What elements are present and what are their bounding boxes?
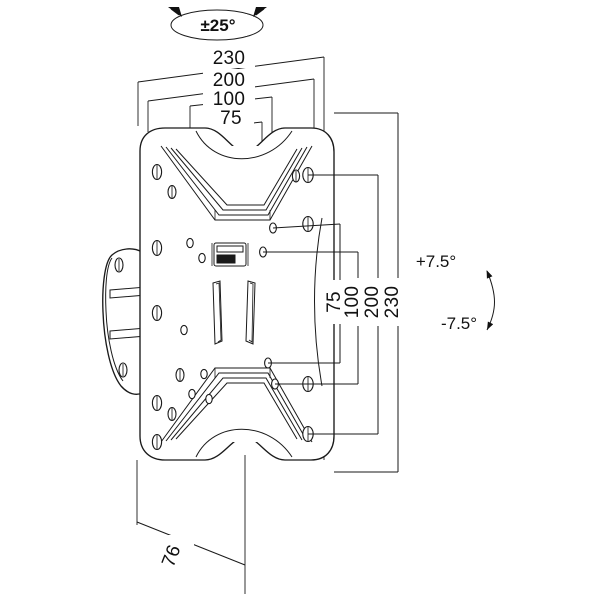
swivel-arrow-right-head bbox=[253, 7, 267, 17]
dim-75h-label: 75 bbox=[220, 108, 242, 129]
center-latch-mechanism bbox=[211, 242, 249, 267]
swivel-rotation-symbol: ±25° bbox=[168, 7, 267, 41]
hole-vesa-ml bbox=[180, 324, 188, 336]
slot-right-inner bbox=[248, 282, 254, 343]
dim-200v-label: 200 bbox=[362, 286, 383, 319]
hole-vesa-bl bbox=[200, 368, 208, 380]
swivel-arrow-left-head bbox=[168, 7, 182, 17]
side-arm-inner-edge bbox=[105, 257, 124, 382]
dim-75v-ext-top bbox=[272, 223, 341, 229]
slot-left-inner bbox=[215, 282, 222, 343]
tilt-angle-annotation: +7.5° -7.5° bbox=[416, 252, 495, 333]
dim-230v-label: 230 bbox=[382, 286, 403, 319]
dim-230-label-bg bbox=[203, 47, 255, 68]
swivel-label-bg bbox=[189, 14, 247, 36]
bottom-concave-curve bbox=[195, 428, 293, 458]
depth-dimension-group: 76 bbox=[136, 455, 246, 594]
swivel-angle-label: ±25° bbox=[200, 16, 235, 35]
dim-100v-label-bg bbox=[348, 278, 369, 326]
hole-vesa-bl3 bbox=[205, 393, 213, 405]
tilt-curved-double-arrow-icon bbox=[486, 270, 495, 331]
bracket-assembly bbox=[102, 127, 335, 461]
top-concave-curve bbox=[195, 130, 293, 160]
dim-200-label-bg bbox=[203, 69, 255, 90]
vesa-plate-outline bbox=[139, 127, 335, 461]
latch-slot-upper bbox=[216, 245, 244, 253]
upper-rib-path-4 bbox=[175, 148, 298, 206]
dim-200-label: 200 bbox=[213, 70, 246, 91]
dim-230v-label-bg bbox=[388, 278, 409, 326]
swivel-ellipse-icon bbox=[170, 9, 264, 41]
hole-vesa-tl2 bbox=[198, 252, 206, 264]
dim-75v-label-bg bbox=[330, 280, 351, 324]
dim-100v-label: 100 bbox=[342, 286, 363, 319]
dim-230-label: 230 bbox=[213, 48, 246, 69]
dim-100-label: 100 bbox=[213, 89, 246, 110]
tilt-up-label: +7.5° bbox=[416, 252, 456, 271]
dim-75v-label: 75 bbox=[324, 291, 345, 313]
slot-right bbox=[245, 280, 256, 345]
dim-75h-label-bg bbox=[208, 108, 254, 129]
latch-dark-window bbox=[216, 254, 236, 264]
hole-vesa-bl2 bbox=[188, 388, 196, 400]
upper-v-rib bbox=[160, 145, 313, 221]
vertical-slots bbox=[212, 280, 256, 345]
right-fold-curve bbox=[314, 217, 323, 387]
dim-76-label-bg bbox=[162, 535, 194, 563]
dim-100-label-bg bbox=[203, 88, 255, 109]
tilt-down-label: -7.5° bbox=[441, 314, 477, 333]
dim-200v-label-bg bbox=[368, 278, 389, 326]
vertical-dimensions-group: 75 100 200 230 bbox=[263, 112, 409, 473]
lower-rib-path-4 bbox=[175, 382, 298, 440]
hole-vesa-tl bbox=[186, 237, 194, 249]
